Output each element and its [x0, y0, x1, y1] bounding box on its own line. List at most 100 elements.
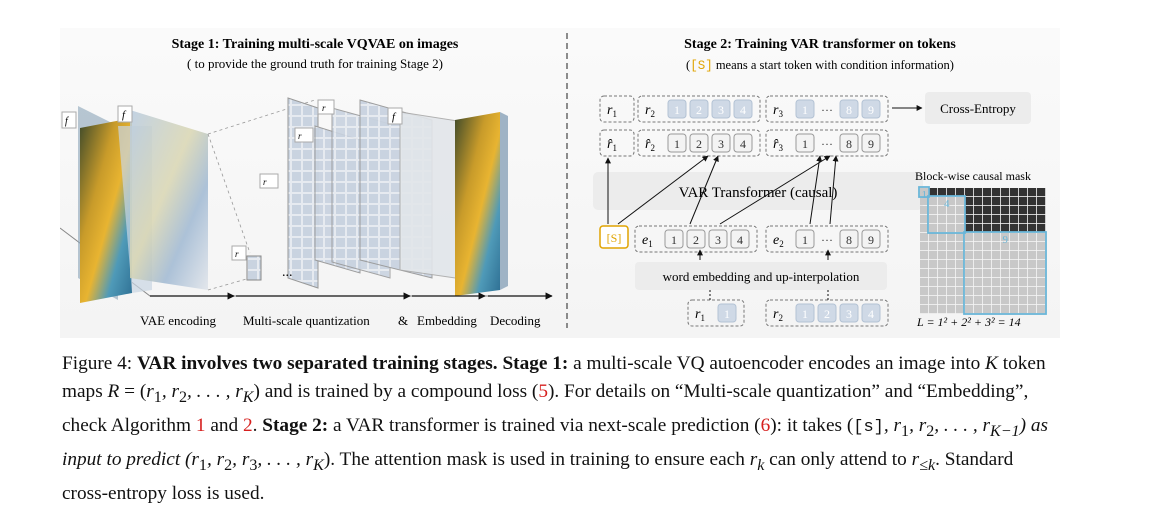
mask-cell	[929, 188, 938, 197]
mask-cell	[974, 242, 983, 251]
inputs-token-label-0-3: 4	[737, 233, 743, 247]
bottom-token-1-1	[817, 303, 837, 323]
mask-cell	[956, 242, 965, 251]
stage1-title: Stage 1: Training multi-scale VQVAE on i…	[172, 37, 459, 52]
mask-cell	[938, 215, 947, 224]
bottom-token-label-0-0: 1	[724, 307, 730, 321]
svg-text:f: f	[65, 116, 69, 127]
mask-block-1	[918, 186, 930, 198]
mask-cell	[929, 260, 938, 269]
mask-cell	[1028, 215, 1037, 224]
start-token-box	[599, 225, 629, 249]
mask-cell	[956, 188, 965, 197]
mask-block-4	[927, 195, 966, 234]
mask-cell	[956, 197, 965, 206]
mask-cell	[1037, 296, 1046, 305]
mask-cell	[1019, 251, 1028, 260]
inputs-token-label-0-0: 1	[671, 233, 677, 247]
ref-eq5[interactable]: 5	[538, 381, 548, 402]
mask-cell	[983, 215, 992, 224]
preds-token-label-2-3: 9	[868, 137, 874, 151]
mask-cell	[956, 305, 965, 314]
mask-cell	[1019, 215, 1028, 224]
mask-cell	[1037, 278, 1046, 287]
mask-cell	[938, 305, 947, 314]
mask-cell	[1028, 269, 1037, 278]
mask-cell	[992, 269, 1001, 278]
mask-cell	[1028, 251, 1037, 260]
mask-cell	[983, 233, 992, 242]
mask-cell	[1001, 269, 1010, 278]
mask-cell	[1010, 224, 1019, 233]
preds-token-label-2-2: 8	[846, 137, 852, 151]
targets-group-label-2: r3	[773, 103, 783, 119]
mask-cell	[983, 278, 992, 287]
mask-cell	[1010, 260, 1019, 269]
mask-cell	[974, 305, 983, 314]
bottom-token-1-2	[839, 303, 859, 323]
mask-cell	[920, 224, 929, 233]
targets-token-label-2-0: 1	[802, 103, 808, 117]
mask-cell	[956, 206, 965, 215]
mask-cell	[947, 287, 956, 296]
mask-cell	[965, 188, 974, 197]
mask-cell	[992, 287, 1001, 296]
svg-text:f: f	[122, 109, 127, 121]
inputs-token-label-1-2: 8	[846, 233, 852, 247]
mask-cell	[1010, 233, 1019, 242]
mask-cell	[929, 305, 938, 314]
mask-cell	[1019, 242, 1028, 251]
mask-cell	[929, 242, 938, 251]
mask-cell	[947, 233, 956, 242]
axis-decoding: Decoding	[490, 313, 541, 328]
ref-alg1[interactable]: 1	[195, 414, 206, 436]
targets-token-label-2-2: 8	[846, 103, 852, 117]
mask-cell	[956, 251, 965, 260]
mask-cell	[965, 197, 974, 206]
mask-cell	[992, 242, 1001, 251]
mask-cell	[1019, 278, 1028, 287]
mask-cell	[992, 305, 1001, 314]
mask-cell	[956, 233, 965, 242]
preds-token-label-2-1: ···	[821, 137, 833, 151]
mask-cell	[1037, 260, 1046, 269]
mask-cell	[1028, 233, 1037, 242]
mask-cell	[965, 305, 974, 314]
mask-cell	[992, 215, 1001, 224]
mask-cell	[920, 197, 929, 206]
ref-alg2[interactable]: 2	[243, 414, 253, 436]
bottom-token-0-0	[717, 303, 737, 323]
mask-cell	[938, 260, 947, 269]
mask-cell	[992, 278, 1001, 287]
mask-cell	[992, 233, 1001, 242]
mask-cell	[1010, 215, 1019, 224]
targets-token-1-0	[667, 99, 687, 119]
mask-cell	[938, 197, 947, 206]
inputs-token-label-1-3: 9	[868, 233, 874, 247]
feature-map: f	[117, 105, 208, 290]
mask-cell	[1010, 278, 1019, 287]
mask-cell	[1037, 269, 1046, 278]
inputs-token-label-0-2: 3	[715, 233, 721, 247]
mask-cell	[920, 287, 929, 296]
mask-cell	[1019, 206, 1028, 215]
mask-cell	[983, 269, 992, 278]
mask-cell	[1010, 251, 1019, 260]
targets-token-label-1-1: 2	[696, 103, 702, 117]
preds-token-label-1-0: 1	[674, 137, 680, 151]
ref-eq6[interactable]: 6	[760, 414, 771, 436]
mask-cell	[1019, 260, 1028, 269]
mask-cell	[1019, 287, 1028, 296]
mask-cell	[965, 260, 974, 269]
targets-token-label-1-0: 1	[674, 103, 680, 117]
preds-token-label-2-0: 1	[802, 137, 808, 151]
svg-text:f: f	[392, 111, 397, 123]
dots-text: ...	[282, 265, 293, 280]
mask-cell	[929, 197, 938, 206]
mask-cell	[983, 260, 992, 269]
mask-cell	[974, 224, 983, 233]
preds-group-label-2: r̂3	[773, 137, 783, 153]
mask-cell	[938, 242, 947, 251]
mask-cell	[1037, 197, 1046, 206]
